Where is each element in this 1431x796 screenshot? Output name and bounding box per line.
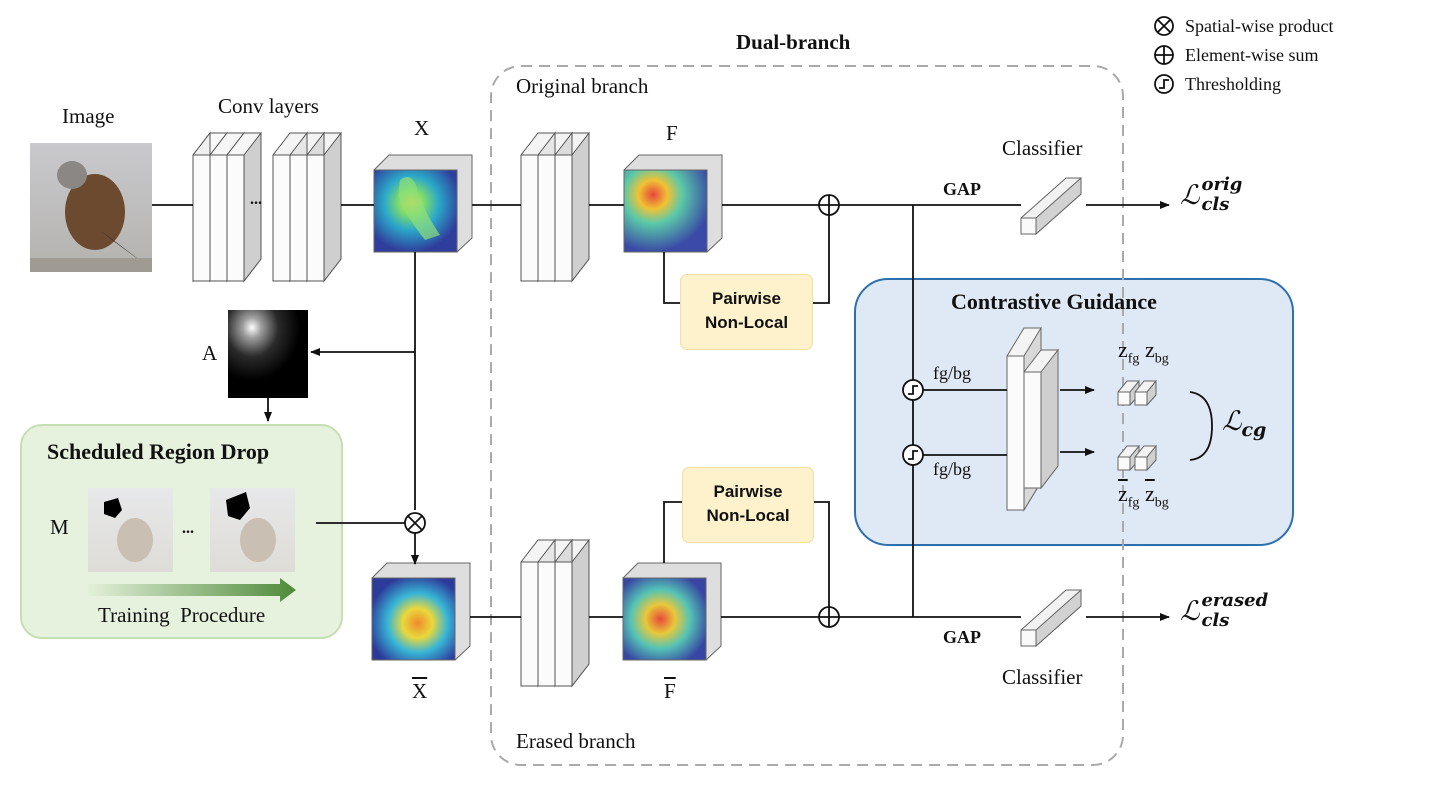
f-bar-text: F — [664, 679, 676, 703]
cg-bracket — [1189, 391, 1213, 461]
feature-map-f — [623, 154, 723, 253]
z-vectors-top — [1117, 379, 1157, 407]
srd-ellipsis: ... — [182, 520, 194, 537]
classifier-top-label: Classifier — [1002, 136, 1083, 160]
pairwise-nonlocal-top: Pairwise Non-Local — [680, 274, 813, 350]
input-bird-image — [30, 143, 152, 272]
image-label: Image — [62, 104, 115, 128]
f-bar-label: F — [664, 681, 676, 702]
classifier-top — [1020, 176, 1082, 236]
conv-layers-block-1 — [192, 131, 262, 283]
spatial-product-op-icon — [404, 512, 426, 534]
element-sum-icon — [1154, 45, 1174, 65]
x-bar-text: X — [412, 679, 428, 703]
threshold-top-icon — [902, 379, 924, 401]
training-progress-arrow — [88, 578, 296, 602]
pairwise-nonlocal-top-line2: Non-Local — [704, 313, 789, 332]
pairwise-nonlocal-bottom: Pairwise Non-Local — [682, 467, 814, 543]
conv-layers-block-2 — [272, 131, 342, 283]
fg-bg-top-label: fg/bg — [933, 363, 971, 383]
legend-spatial-product-label: Spatial-wise product — [1185, 16, 1334, 36]
spatial-product-icon — [1154, 16, 1174, 36]
loss-erased-sub: cls — [1201, 610, 1230, 631]
training-procedure-label: Training Procedure — [98, 603, 266, 627]
dual-branch-region — [490, 65, 1124, 766]
pairwise-nonlocal-bottom-line2: Non-Local — [706, 506, 790, 525]
zbar-fg-sub: fg — [1127, 495, 1140, 511]
loss-cg-sub: cg — [1241, 419, 1267, 441]
feature-map-f-bar — [622, 562, 722, 661]
loss-cg: ℒcg — [1222, 406, 1266, 441]
legend-element-sum-label: Element-wise sum — [1185, 45, 1319, 65]
z-labels-bottom: zfg zbg — [1118, 483, 1169, 510]
masked-image-2 — [210, 488, 295, 572]
connectors — [152, 201, 1170, 621]
gap-bottom-label: GAP — [943, 627, 981, 647]
legend-thresholding-label: Thresholding — [1185, 74, 1281, 94]
loss-orig-base: ℒ — [1180, 180, 1200, 211]
erased-branch-label: Erased branch — [516, 729, 636, 753]
z-bg-base: z — [1144, 337, 1155, 362]
dual-branch-title: Dual-branch — [736, 30, 851, 54]
masked-image-1 — [88, 488, 173, 572]
a-label: A — [202, 341, 218, 365]
z-labels-top: zfg zbg — [1118, 339, 1169, 366]
z-vectors-bottom — [1117, 444, 1157, 472]
f-label: F — [666, 121, 678, 145]
feature-map-x — [373, 154, 473, 253]
thresholding-icon — [1154, 74, 1174, 94]
attention-map-a — [228, 310, 308, 398]
loss-orig-sub: cls — [1201, 194, 1230, 215]
original-branch-label: Original branch — [516, 74, 649, 98]
srd-title: Scheduled Region Drop — [47, 439, 270, 464]
zbar-bg-base: z — [1144, 481, 1155, 506]
conv-layers-label: Conv layers — [218, 94, 319, 118]
element-sum-top-icon — [818, 194, 840, 216]
pairwise-nonlocal-top-line1: Pairwise — [712, 289, 781, 308]
zbar-bg-sub: bg — [1154, 495, 1169, 511]
original-branch-conv — [520, 131, 590, 283]
feature-map-x-bar — [371, 562, 471, 661]
loss-cg-base: ℒ — [1222, 406, 1242, 437]
gap-top-label: GAP — [943, 179, 981, 199]
x-bar-label: X — [412, 681, 427, 702]
m-label: M — [50, 515, 69, 539]
cg-title: Contrastive Guidance — [951, 289, 1157, 314]
loss-erased-sup: erased — [1201, 590, 1269, 611]
z-fg-sub: fg — [1127, 351, 1140, 367]
loss-orig-sup: orig — [1201, 174, 1243, 195]
erased-branch-conv — [520, 538, 590, 688]
loss-erased-base: ℒ — [1180, 596, 1200, 627]
conv-ellipsis: ... — [250, 191, 262, 208]
pairwise-nonlocal-bottom-line1: Pairwise — [713, 482, 783, 501]
z-fg-base: z — [1118, 337, 1128, 362]
zbar-fg-base: z — [1118, 481, 1128, 506]
cg-projection-block — [1006, 326, 1059, 512]
fg-bg-bottom-label: fg/bg — [933, 459, 971, 479]
classifier-bottom — [1020, 588, 1082, 648]
classifier-bottom-label: Classifier — [1002, 665, 1083, 689]
element-sum-bottom-icon — [818, 606, 840, 628]
z-bg-sub: bg — [1154, 351, 1169, 367]
threshold-bottom-icon — [902, 444, 924, 466]
x-label: X — [414, 116, 430, 140]
contrastive-guidance-panel — [854, 278, 1294, 546]
